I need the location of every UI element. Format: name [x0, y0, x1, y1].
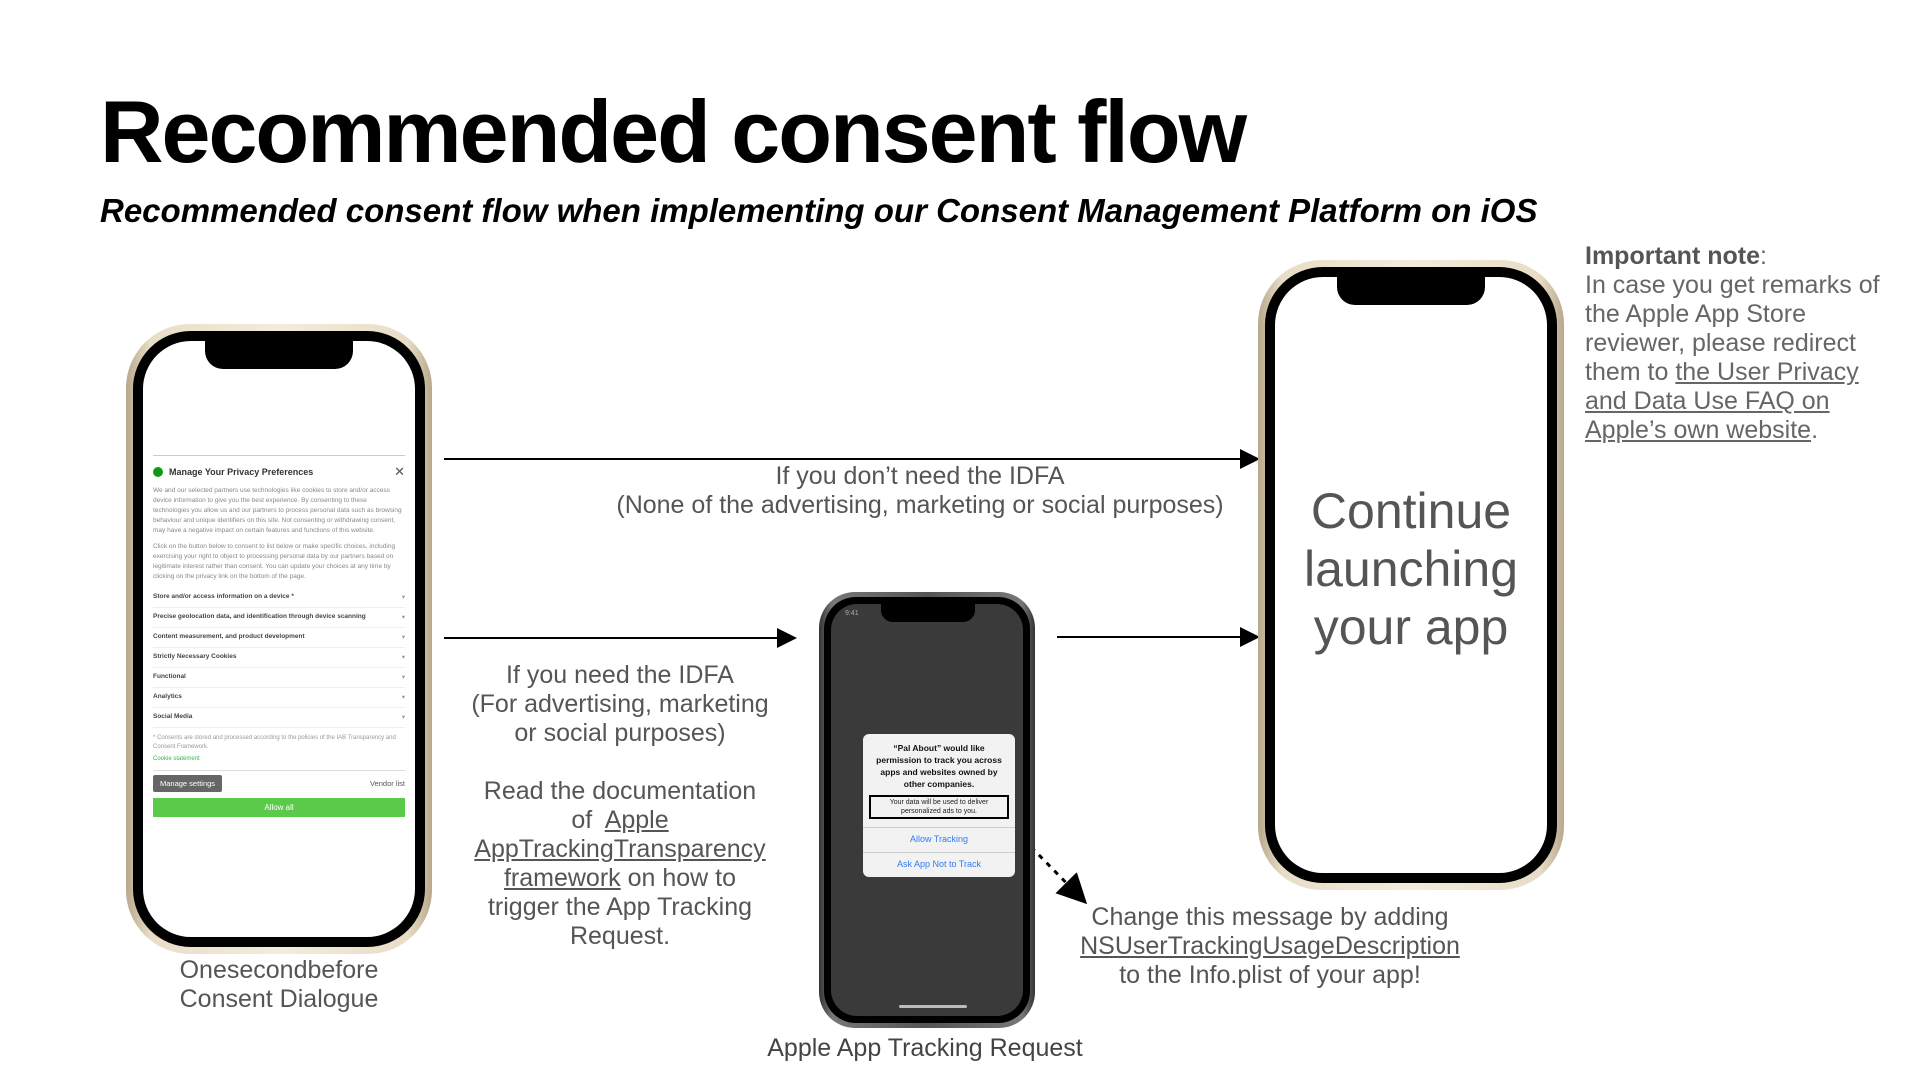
privacy-faq-link[interactable]: the User Privacy and Data Use FAQ on App…: [1585, 358, 1859, 444]
purpose-list: Store and/or access information on a dev…: [153, 588, 405, 728]
purpose-row[interactable]: Analytics▾: [153, 688, 405, 708]
continue-line1: Continue: [1310, 483, 1512, 539]
doc-post1: on how to: [627, 864, 737, 892]
slide-subtitle: Recommended consent flow when implementi…: [100, 192, 1538, 229]
consent-phone-bezel: Manage Your Privacy Preferences ✕ We and…: [133, 331, 425, 947]
consent-caption-line2: Consent Dialogue: [179, 985, 379, 1013]
notch: [1337, 277, 1485, 305]
consent-caption-line1: Onesecondbefore: [179, 956, 379, 984]
cookie-statement-link[interactable]: Cookie statement: [153, 756, 200, 762]
allow-all-button[interactable]: Allow all: [153, 798, 405, 817]
chevron-down-icon: ▾: [401, 634, 405, 641]
allow-tracking-button[interactable]: Allow Tracking: [863, 827, 1015, 852]
doc-link-att[interactable]: AppTrackingTransparency: [474, 835, 766, 863]
doc-of: of: [571, 806, 593, 834]
slide-title: Recommended consent flow: [100, 82, 1247, 181]
continue-line2: launching: [1303, 541, 1519, 597]
note-colon: :: [1760, 242, 1767, 270]
continue-phone-screen: Continue launching your app: [1275, 277, 1547, 873]
close-icon[interactable]: ✕: [394, 464, 405, 479]
consent-dialog-header: Manage Your Privacy Preferences ✕: [153, 455, 405, 480]
att-popup-message: Your data will be used to deliver person…: [869, 795, 1009, 819]
change-message-label: Change this message by adding NSUserTrac…: [1060, 903, 1480, 990]
consent-choice-text: Click on the button below to consent to …: [153, 543, 396, 580]
tcf-footnote: * Consents are stored and processed acco…: [153, 735, 396, 750]
doc-line5: trigger the App Tracking: [487, 893, 753, 921]
att-phone-bezel: 9:41 “Pal About” would like permission t…: [824, 597, 1030, 1023]
purpose-row[interactable]: Precise geolocation data, and identifica…: [153, 608, 405, 628]
change-line3: to the Info.plist of your app!: [1119, 961, 1421, 989]
chevron-down-icon: ▾: [401, 594, 405, 601]
chevron-down-icon: ▾: [401, 654, 405, 661]
doc-link-framework[interactable]: framework: [503, 864, 621, 892]
notch: [881, 604, 975, 622]
important-note: Important note: In case you get remarks …: [1585, 242, 1905, 445]
chevron-down-icon: ▾: [401, 674, 405, 681]
consent-dialog: Manage Your Privacy Preferences ✕ We and…: [153, 455, 405, 817]
doc-line6: Request.: [569, 922, 671, 950]
continue-phone-bezel: Continue launching your app: [1265, 267, 1557, 883]
att-phone-caption: Apple App Tracking Request: [767, 1034, 1083, 1062]
ask-not-to-track-button[interactable]: Ask App Not to Track: [863, 852, 1015, 877]
no-idfa-label: If you don’t need the IDFA (None of the …: [600, 462, 1240, 520]
no-idfa-line2: (None of the advertising, marketing or s…: [616, 491, 1224, 519]
att-phone: 9:41 “Pal About” would like permission t…: [819, 592, 1035, 1028]
no-idfa-line1: If you don’t need the IDFA: [775, 462, 1065, 490]
continue-text: Continue launching your app: [1275, 482, 1547, 656]
manage-settings-button[interactable]: Manage settings: [153, 775, 223, 792]
chevron-down-icon: ▾: [401, 614, 405, 621]
doc-line4: framework on how to: [455, 864, 785, 893]
continue-phone: Continue launching your app: [1258, 260, 1564, 890]
doc-link-apple[interactable]: Apple: [604, 806, 669, 834]
purpose-row[interactable]: Social Media▾: [153, 708, 405, 728]
need-idfa-line2: (For advertising, marketing: [471, 690, 769, 718]
need-idfa-label: If you need the IDFA (For advertising, m…: [455, 661, 785, 951]
consent-dialog-title: Manage Your Privacy Preferences: [169, 467, 314, 477]
doc-line2: of Apple: [455, 806, 785, 835]
consent-actions: Manage settings Vendor list: [153, 770, 405, 792]
chevron-down-icon: ▾: [401, 714, 405, 721]
need-idfa-line1: If you need the IDFA: [506, 661, 734, 689]
doc-line1: Read the documentation: [483, 777, 757, 805]
home-indicator: [899, 1005, 967, 1008]
purpose-row[interactable]: Strictly Necessary Cookies▾: [153, 648, 405, 668]
vendor-list-link[interactable]: Vendor list: [369, 779, 405, 788]
note-text: In case you get remarks of the Apple App…: [1585, 271, 1880, 386]
consent-phone-screen: Manage Your Privacy Preferences ✕ We and…: [143, 341, 415, 937]
purpose-row[interactable]: Content measurement, and product develop…: [153, 628, 405, 648]
purpose-row[interactable]: Store and/or access information on a dev…: [153, 588, 405, 608]
att-popup: “Pal About” would like permission to tra…: [863, 734, 1015, 877]
need-idfa-line3: or social purposes): [514, 719, 726, 747]
chevron-down-icon: ▾: [401, 694, 405, 701]
onesecondbefore-logo-icon: [153, 467, 163, 477]
notch: [205, 341, 353, 369]
consent-phone: Manage Your Privacy Preferences ✕ We and…: [126, 324, 432, 954]
continue-line3: your app: [1313, 599, 1509, 655]
consent-phone-caption: Onesecondbefore Consent Dialogue: [126, 956, 432, 1014]
note-end: .: [1811, 416, 1819, 444]
att-popup-title: “Pal About” would like permission to tra…: [876, 743, 1002, 789]
consent-intro-text: We and our selected partners use technol…: [153, 487, 402, 534]
purpose-row[interactable]: Functional▾: [153, 668, 405, 688]
status-time: 9:41: [845, 610, 859, 617]
change-line1: Change this message by adding: [1091, 903, 1449, 931]
att-phone-screen: 9:41 “Pal About” would like permission t…: [831, 604, 1023, 1016]
note-heading: Important note: [1585, 242, 1760, 270]
nsusertracking-link[interactable]: NSUserTrackingUsageDescription: [1080, 932, 1460, 960]
